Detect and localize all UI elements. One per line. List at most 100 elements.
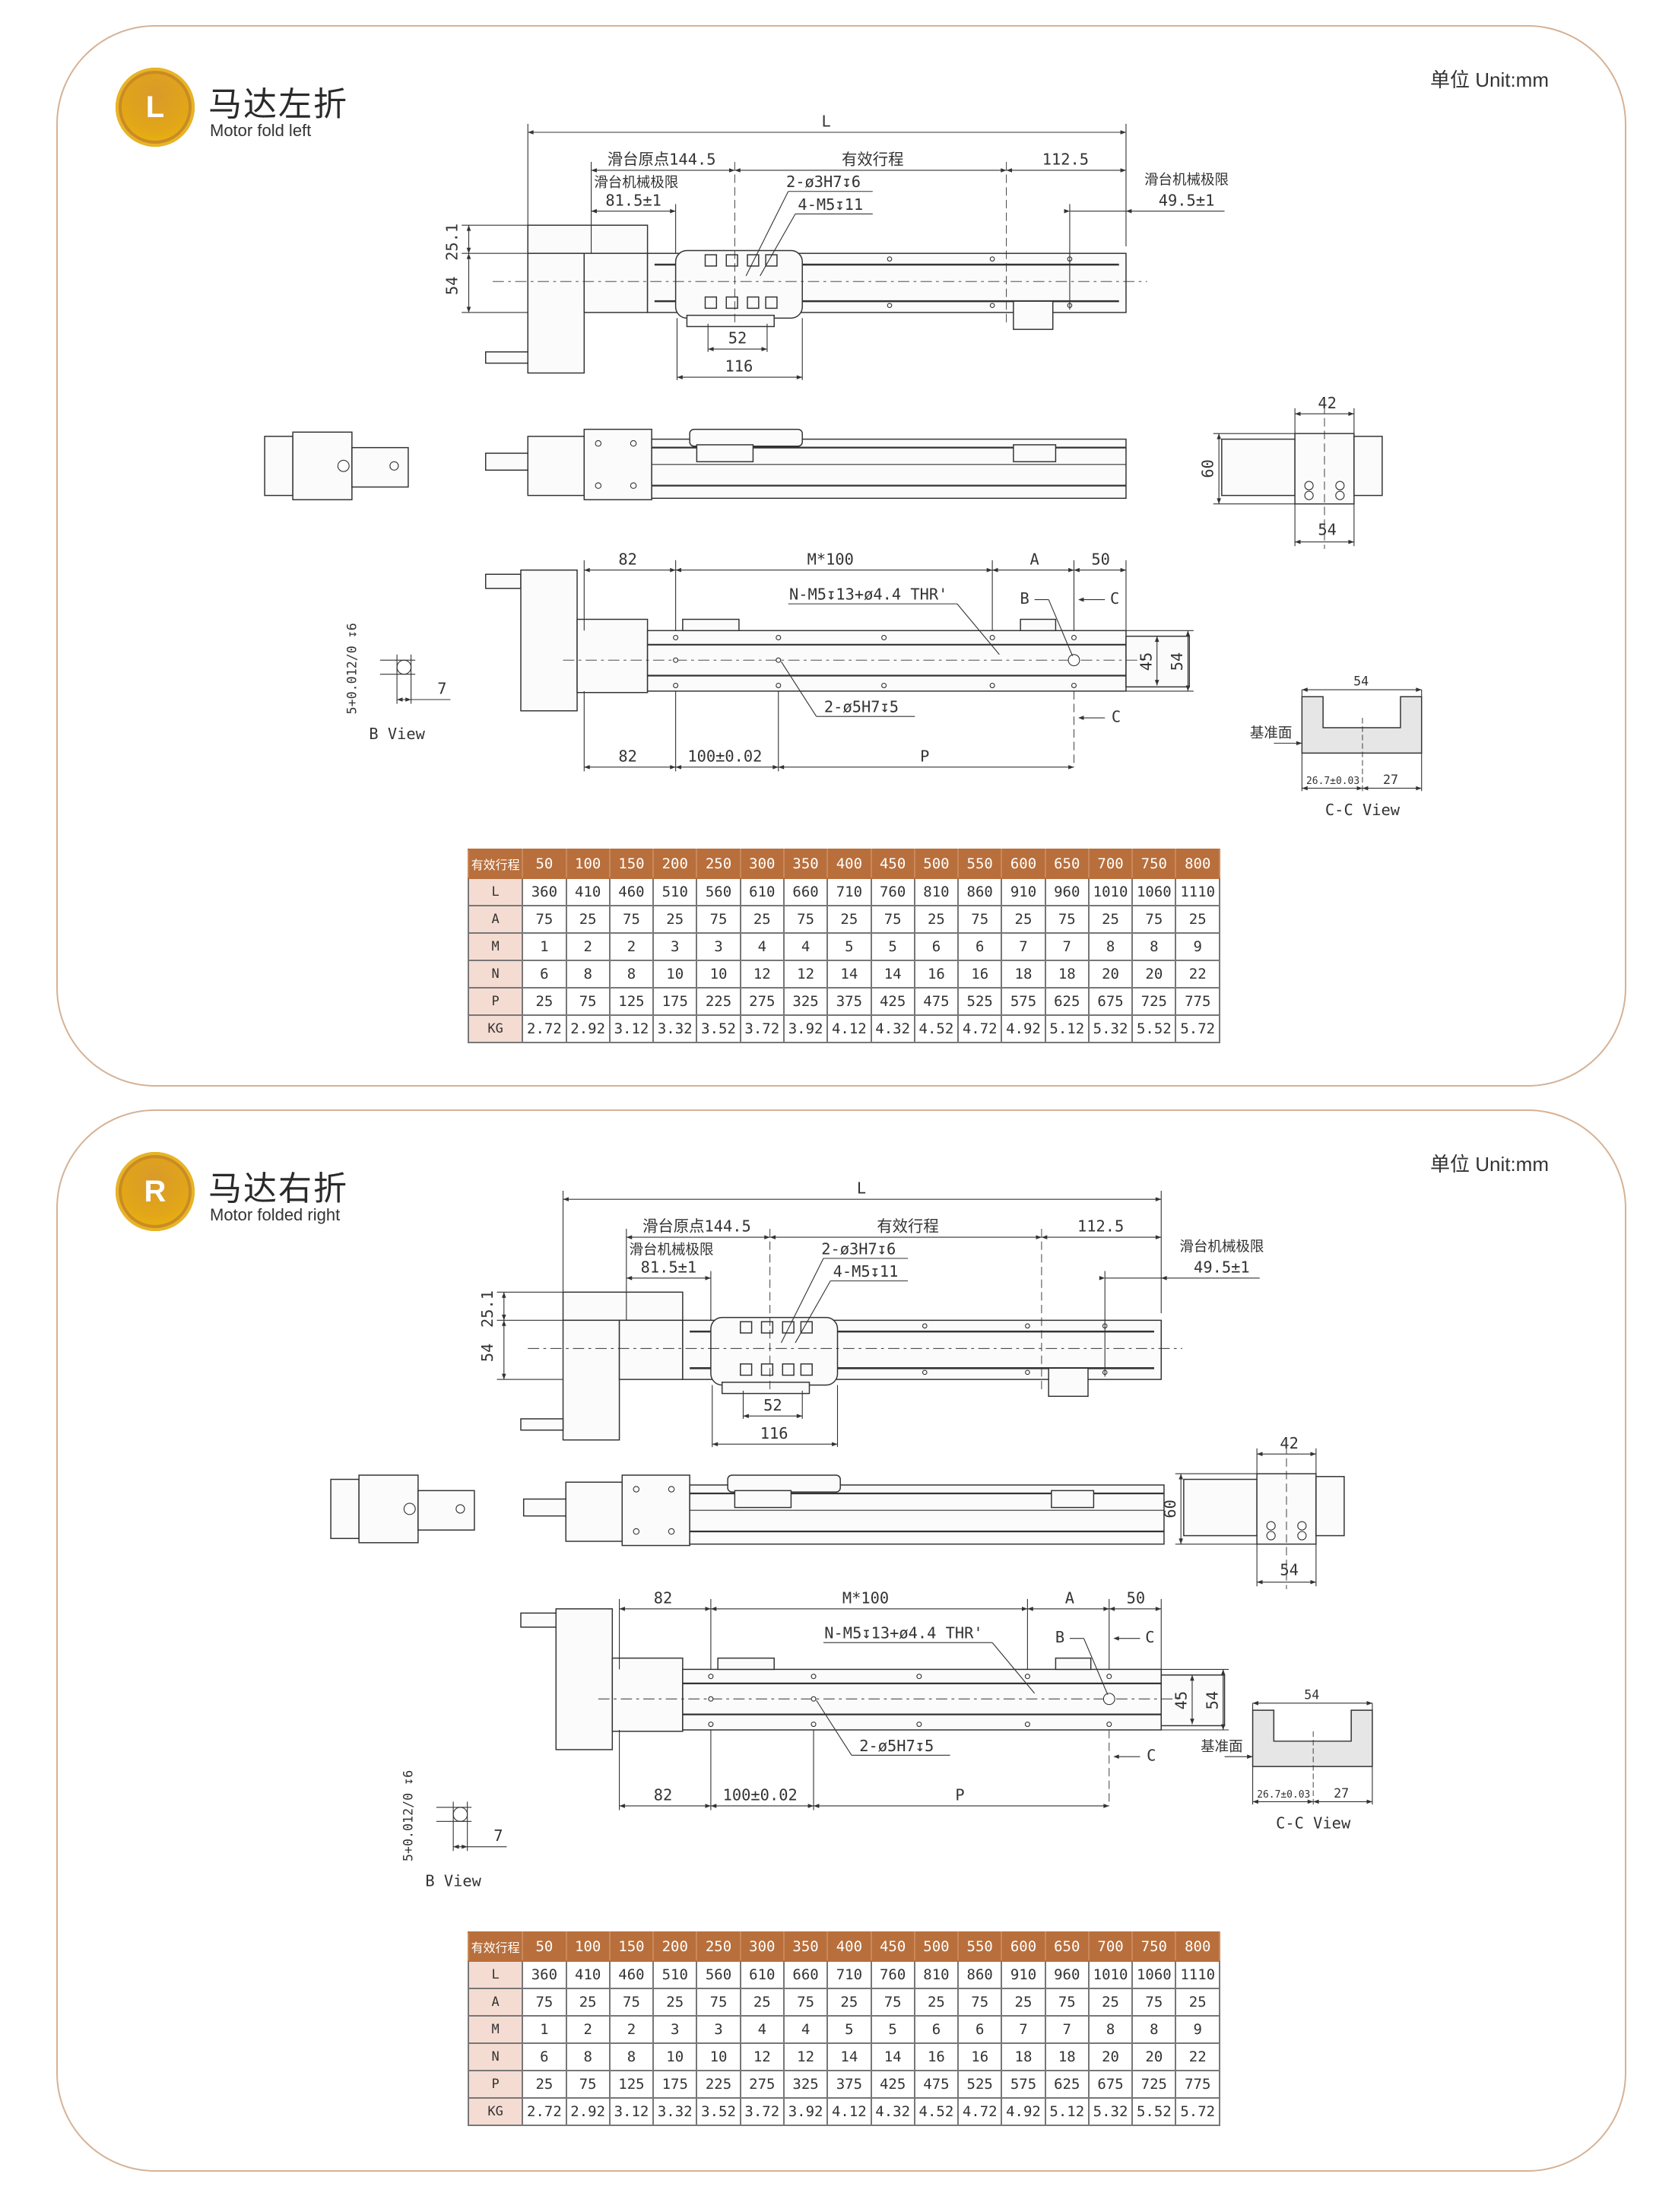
table-cell: 5.72 (1175, 2097, 1220, 2126)
row-label: L (467, 878, 524, 906)
coupling-housing (618, 1319, 684, 1380)
label-b-view: B View (369, 725, 425, 743)
dim-100: 100±0.02 (723, 1786, 798, 1804)
dim-45: 45 (1137, 652, 1155, 671)
dim-slide-origin: 滑台原点144.5 (608, 151, 716, 169)
dimension-arrow (591, 168, 597, 173)
hole-mark (1106, 1722, 1112, 1728)
dim-42: 42 (1318, 394, 1337, 412)
hole-mark (887, 256, 893, 262)
dim-49-5: 49.5±1 (1159, 191, 1215, 209)
header-stroke: 200 (652, 1931, 698, 1962)
table-cell: 1110 (1175, 878, 1220, 906)
dimension-arrow (705, 1276, 711, 1281)
carriage-block (734, 1490, 792, 1509)
dimension-arrow (1302, 785, 1308, 791)
dimension-arrow (563, 1197, 569, 1201)
dimension-arrow (1190, 1674, 1194, 1681)
label-datum-face: 基准面 (1201, 1739, 1243, 1755)
table-cell: 475 (913, 987, 960, 1016)
hole-mark (668, 1486, 675, 1493)
dimension-arrow (528, 130, 534, 135)
table-cell: 3.32 (652, 1014, 698, 1043)
table-cell: 5.12 (1044, 2097, 1090, 2126)
table-cell: 18 (1044, 2042, 1090, 2071)
dim-60: 60 (1199, 459, 1217, 478)
bolt-mark (800, 1363, 813, 1376)
hole-b (1067, 654, 1080, 667)
row-label: L (467, 1960, 524, 1989)
table-cell: 3 (696, 2015, 741, 2044)
table-cell: 10 (696, 960, 741, 989)
header-stroke: 300 (739, 1931, 785, 1962)
table-cell: 75 (696, 905, 741, 934)
table-cell: 75 (522, 1988, 567, 2017)
table-cell: 225 (696, 2070, 741, 2099)
table-cell: 5 (826, 2015, 872, 2044)
table-cell: 75 (782, 1988, 829, 2017)
table-cell: 1 (522, 932, 567, 961)
row-label: KG (467, 2097, 524, 2126)
dim-54-end: 54 (1318, 520, 1337, 538)
table-cell: 25 (739, 1988, 785, 2017)
label-c-bottom: C (1112, 708, 1121, 726)
gearbox (527, 436, 585, 497)
dimension-arrow (1307, 1799, 1314, 1804)
table-cell: 725 (1131, 2070, 1177, 2099)
dimension-arrow (1120, 130, 1126, 135)
table-cell: 425 (870, 2070, 915, 2099)
table-cell: 725 (1131, 987, 1177, 1016)
table-cell: 2.92 (565, 1014, 611, 1043)
label-pin-hole-5: 2-ø5H7↧5 (859, 1737, 934, 1755)
table-cell: 20 (1087, 2042, 1134, 2071)
dim-60: 60 (1161, 1500, 1179, 1519)
table-cell: 16 (957, 2042, 1003, 2071)
table-cell: 25 (522, 2070, 567, 2099)
table-cell: 5.32 (1087, 1014, 1134, 1043)
table-cell: 660 (782, 878, 829, 906)
table-cell: 3.52 (696, 1014, 741, 1043)
carriage-top (727, 1474, 841, 1493)
table-cell: 625 (1044, 2070, 1090, 2099)
dimension-arrow (1220, 1724, 1226, 1730)
rail-section (1251, 1709, 1373, 1767)
table-cell: 6 (913, 2015, 960, 2044)
dimension-arrow (1356, 785, 1363, 791)
table-cell: 610 (739, 878, 785, 906)
table-cell: 8 (1131, 932, 1177, 961)
dimension-arrow (761, 347, 767, 351)
drawing-line (780, 1258, 824, 1344)
table-cell: 14 (870, 2042, 915, 2071)
header-stroke: 50 (522, 1931, 567, 1962)
carriage-top (689, 428, 803, 447)
table-cell: 75 (870, 905, 915, 934)
dimension-arrow (1078, 716, 1084, 720)
end-view-right: 42 60 54 (1199, 394, 1383, 549)
hole-b (1102, 1693, 1115, 1706)
header-stroke: 500 (913, 1931, 960, 1962)
dim-effective-stroke: 有效行程 (877, 1217, 938, 1236)
table-cell: 510 (652, 878, 698, 906)
label-c-top: C (1145, 1628, 1154, 1646)
dimension-arrow (619, 1804, 625, 1808)
dimension-arrow (1120, 168, 1126, 173)
shaft-hole (337, 459, 350, 472)
dimension-arrow (670, 765, 676, 770)
hole-mark (916, 1674, 922, 1680)
table-cell: 8 (1087, 932, 1134, 961)
header-stroke: 400 (826, 1931, 872, 1962)
dimension-arrow (796, 1414, 803, 1418)
label-pin-hole-5: 2-ø5H7↧5 (824, 698, 899, 716)
table-cell: 575 (1001, 987, 1046, 1016)
dimension-arrow (1103, 1607, 1109, 1611)
table-cell: 75 (522, 905, 567, 934)
end-view-left (264, 431, 409, 500)
